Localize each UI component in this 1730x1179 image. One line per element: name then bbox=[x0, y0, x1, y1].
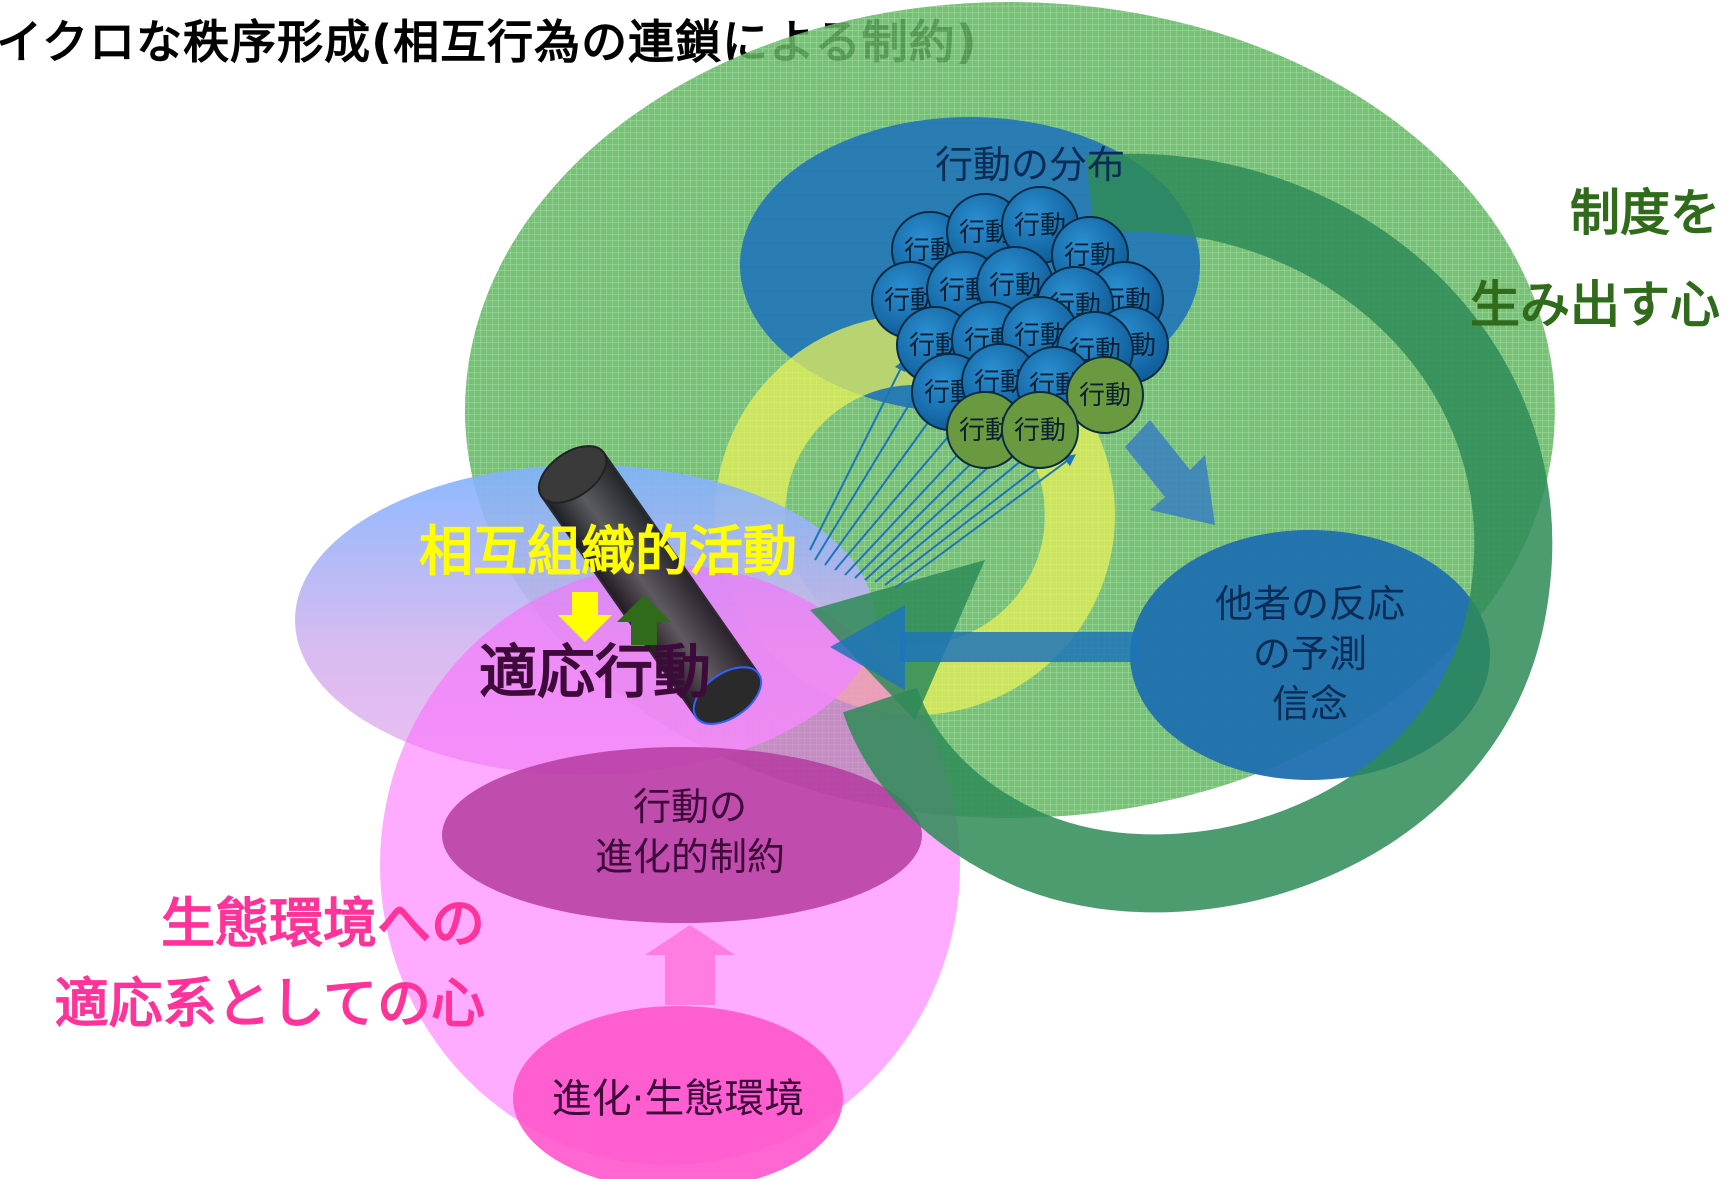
others-reaction-line1: 他者の反応 bbox=[1215, 582, 1405, 626]
evolutionary-constraint-region bbox=[442, 747, 922, 923]
environment-arrow bbox=[645, 925, 735, 1005]
others-reaction-region bbox=[1130, 530, 1490, 780]
action-bubble bbox=[1066, 356, 1144, 434]
interorganizational-label: 相互組織的活動 bbox=[419, 520, 797, 583]
institution-mind-line1: 制度を bbox=[1570, 184, 1720, 242]
ecological-mind-line2: 適応系としての心 bbox=[55, 972, 485, 1035]
adaptive-action-label: 適応行動 bbox=[479, 638, 711, 706]
others-reaction-line2: の予測 bbox=[1253, 632, 1367, 676]
evolutionary-constraint-line1: 行動の bbox=[633, 785, 747, 829]
action-bubble-label: 行動 bbox=[1014, 416, 1066, 446]
reaction-to-action-head bbox=[830, 605, 905, 690]
down-arrow-yellow bbox=[558, 592, 612, 642]
observation-cylinder bbox=[537, 445, 763, 725]
action-bubble-label: 行動 bbox=[1079, 381, 1131, 411]
action-bubble-label: 行動 bbox=[989, 271, 1041, 301]
others-reaction-line3: 信念 bbox=[1272, 682, 1348, 726]
action-bubble bbox=[1001, 391, 1079, 469]
ecological-mind-line1: 生態環境への bbox=[161, 892, 485, 955]
institution-cycle-arrow bbox=[843, 153, 1553, 913]
action-distribution-label: 行動の分布 bbox=[935, 143, 1125, 187]
institution-mind-line2: 生み出す心 bbox=[1470, 276, 1720, 334]
evolution-environment-label: 進化·生態環境 bbox=[552, 1076, 805, 1122]
evolutionary-constraint-line2: 進化的制約 bbox=[595, 835, 785, 879]
evolution-environment-region bbox=[513, 1006, 843, 1179]
distribution-to-reaction-arrow bbox=[1125, 420, 1215, 525]
up-arrow-green bbox=[617, 595, 671, 645]
reaction-to-action-shaft bbox=[900, 632, 1140, 662]
